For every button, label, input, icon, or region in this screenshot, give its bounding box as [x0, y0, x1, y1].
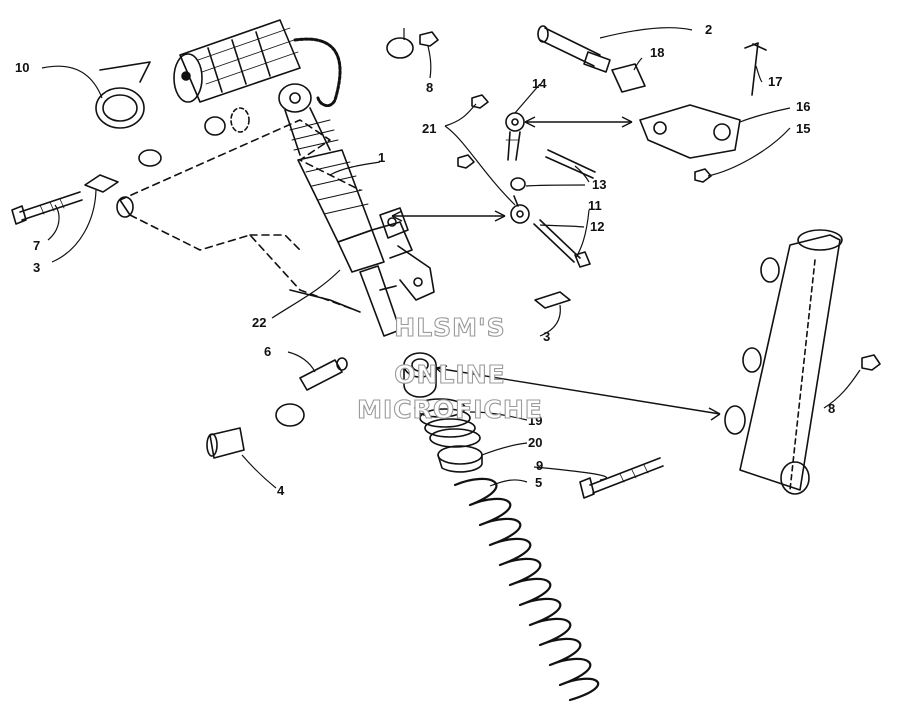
callout-21: 21 [422, 121, 436, 136]
coil-spring [453, 477, 600, 702]
lock-nuts [419, 31, 881, 371]
callout-22: 22 [252, 315, 266, 330]
spindle-housing [724, 229, 843, 495]
leader-lines [41, 27, 861, 489]
reservoir-hose [293, 37, 342, 108]
steering-arm [537, 25, 767, 159]
callout-8-top: 8 [426, 80, 433, 95]
pivot-bushings [84, 37, 571, 459]
callout-9: 9 [536, 458, 543, 473]
watermark-line-1: HLSM'S [394, 313, 505, 342]
shock-absorber [278, 83, 435, 337]
callout-15: 15 [796, 121, 810, 136]
callout-8-right: 8 [828, 401, 835, 416]
callout-19: 19 [528, 413, 542, 428]
callout-16: 16 [796, 99, 810, 114]
shock-mount-bracket [379, 207, 409, 239]
callout-3-right: 3 [543, 329, 550, 344]
callout-20: 20 [528, 435, 542, 450]
callout-3-left: 3 [33, 260, 40, 275]
spring-seat [437, 445, 483, 473]
callout-1: 1 [378, 150, 385, 165]
gas-reservoir [173, 19, 301, 103]
callout-6: 6 [264, 344, 271, 359]
callout-2: 2 [705, 22, 712, 37]
long-bolt [11, 191, 83, 225]
shock-bottom-eye [403, 352, 437, 398]
assembly-arrows [391, 116, 721, 421]
callout-11: 11 [588, 198, 602, 213]
callout-7: 7 [33, 238, 40, 253]
callout-5: 5 [535, 475, 542, 490]
callout-18: 18 [650, 45, 664, 60]
callout-17: 17 [768, 74, 782, 89]
grease-fitting [299, 357, 348, 391]
reservoir-clamp [95, 61, 151, 129]
callout-10: 10 [15, 60, 29, 75]
callout-13: 13 [592, 177, 606, 192]
callout-4: 4 [277, 483, 285, 498]
watermark-line-3: MICROFICHE [357, 395, 543, 424]
tie-rod-linkage [505, 112, 596, 268]
mount-bolt [579, 457, 664, 499]
watermark-line-2: ONLINE [394, 360, 505, 389]
callout-14: 14 [532, 76, 547, 91]
a-arm [116, 107, 361, 313]
callout-12: 12 [590, 219, 604, 234]
watermark: HLSM'S ONLINE MICROFICHE [357, 312, 543, 424]
callout-labels: 10 7 3 8 1 22 6 4 3 19 20 9 5 8 2 18 17 … [15, 22, 835, 498]
